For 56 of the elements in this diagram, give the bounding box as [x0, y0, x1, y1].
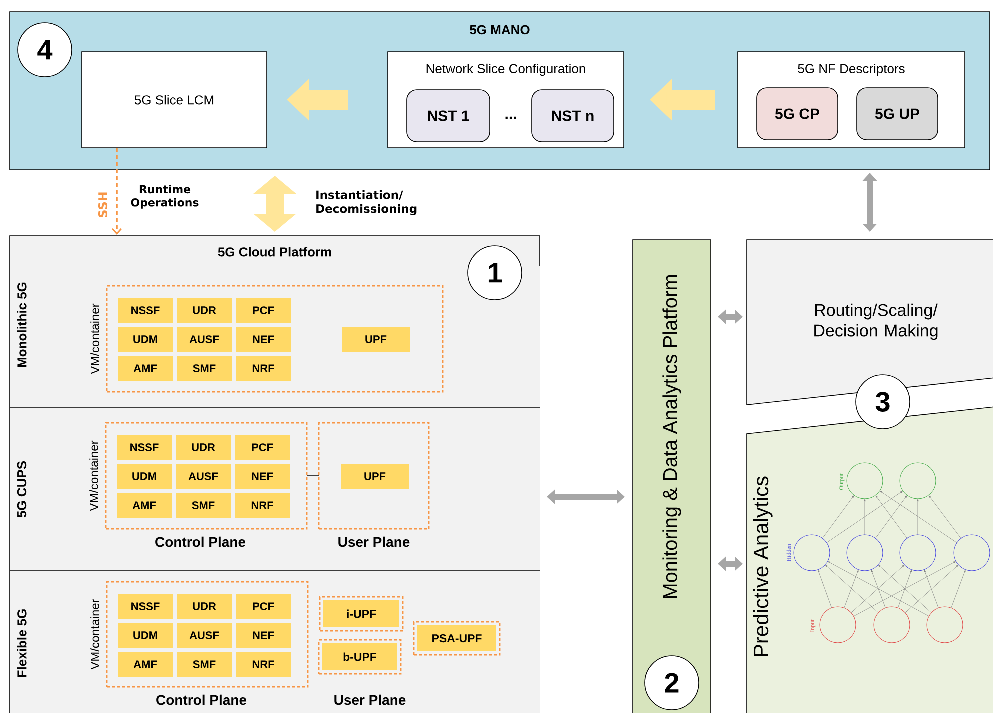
function-box: PCF — [236, 594, 291, 619]
node-label: VM/container — [90, 440, 98, 512]
node-label: Flexible 5G — [17, 610, 27, 678]
node-label: Monolithic 5G — [17, 282, 27, 368]
edge-label: SSH — [98, 192, 108, 218]
function-box: NSSF — [118, 594, 173, 619]
function-box: AMF — [118, 356, 173, 381]
function-box: UPF — [341, 464, 409, 489]
function-box: AMF — [118, 652, 173, 677]
function-box: SMF — [177, 652, 232, 677]
function-box: UPF — [342, 327, 410, 352]
function-box: NRF — [235, 493, 290, 518]
function-box: SMF — [176, 493, 231, 518]
function-box: NSSF — [117, 435, 172, 460]
callout-number: 4 — [18, 22, 72, 78]
node-label: VM/container — [90, 304, 100, 374]
function-box: AUSF — [177, 623, 232, 648]
function-box: UDM — [118, 623, 173, 648]
function-box: NEF — [236, 327, 291, 352]
function-box: PCF — [236, 298, 291, 323]
function-box: UDR — [177, 298, 232, 323]
node-label: 5G CUPS — [17, 461, 27, 518]
function-box: UDR — [177, 594, 232, 619]
template-box: NST 1 — [406, 90, 490, 142]
template-box: 5G UP — [856, 88, 938, 140]
ellipsis: ... — [506, 116, 516, 120]
function-box: i-UPF — [319, 596, 404, 632]
node-label: VM/container — [90, 599, 100, 670]
function-box: PCF — [235, 435, 290, 460]
function-box: NRF — [236, 356, 291, 381]
function-box: UDM — [117, 464, 172, 489]
callout-number: 1 — [468, 246, 522, 300]
function-box: PSA-UPF — [413, 621, 501, 656]
function-box: AUSF — [177, 327, 232, 352]
process-box: 5G Slice LCM — [82, 52, 268, 148]
node-label: Control Plane — [156, 536, 246, 548]
function-box: NRF — [236, 652, 291, 677]
template-box: NST n — [532, 90, 614, 142]
function-box: NEF — [235, 464, 290, 489]
function-box: AMF — [117, 493, 172, 518]
node-label: Control Plane — [156, 694, 247, 706]
function-box: UDM — [118, 327, 173, 352]
function-box: SMF — [177, 356, 232, 381]
function-box: AUSF — [176, 464, 231, 489]
edge-label: Instantiation/ Decomissioning — [316, 190, 417, 216]
annotation: Runtime Operations — [131, 185, 199, 209]
node-label: User Plane — [338, 536, 410, 548]
function-box: NEF — [236, 623, 291, 648]
arrow — [112, 148, 122, 235]
callout-number: 2 — [644, 656, 700, 710]
template-box: 5G CP — [756, 88, 838, 140]
plane-label: User Plane — [334, 694, 406, 706]
function-box: b-UPF — [318, 639, 402, 675]
callout-number: 3 — [856, 374, 910, 430]
function-box: NSSF — [118, 298, 173, 323]
function-box: UDR — [176, 435, 231, 460]
